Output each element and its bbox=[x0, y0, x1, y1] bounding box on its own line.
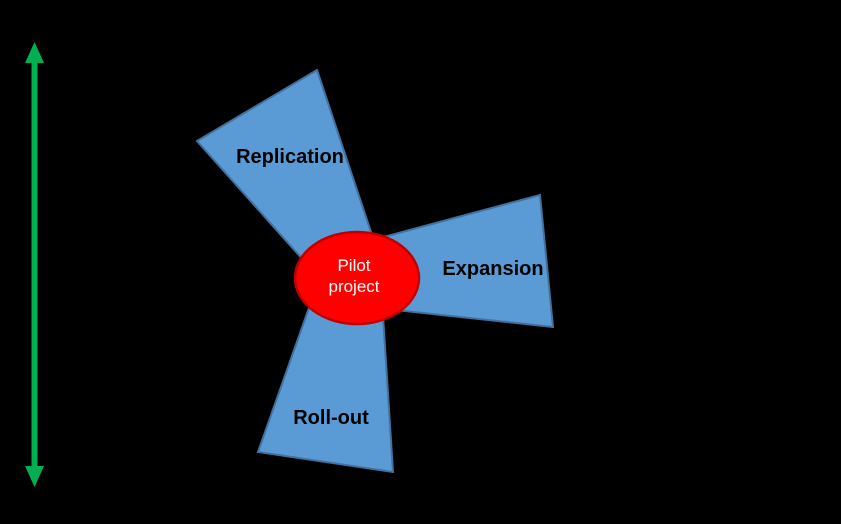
pilot-project-label-line2: project bbox=[328, 277, 379, 296]
pilot-project-label-line1: Pilot bbox=[337, 256, 370, 275]
arrow-down-head-icon bbox=[25, 466, 44, 487]
segment-label-rollout: Roll-out bbox=[293, 407, 369, 429]
pilot-project-label: Pilot project bbox=[328, 256, 379, 296]
pilot-project-ellipse bbox=[293, 230, 421, 326]
segment-rollout bbox=[256, 298, 395, 474]
vertical-double-arrow bbox=[25, 42, 44, 487]
segment-label-replication: Replication bbox=[236, 146, 344, 168]
segment-label-expansion: Expansion bbox=[442, 258, 543, 280]
arrow-up-head-icon bbox=[25, 42, 44, 63]
